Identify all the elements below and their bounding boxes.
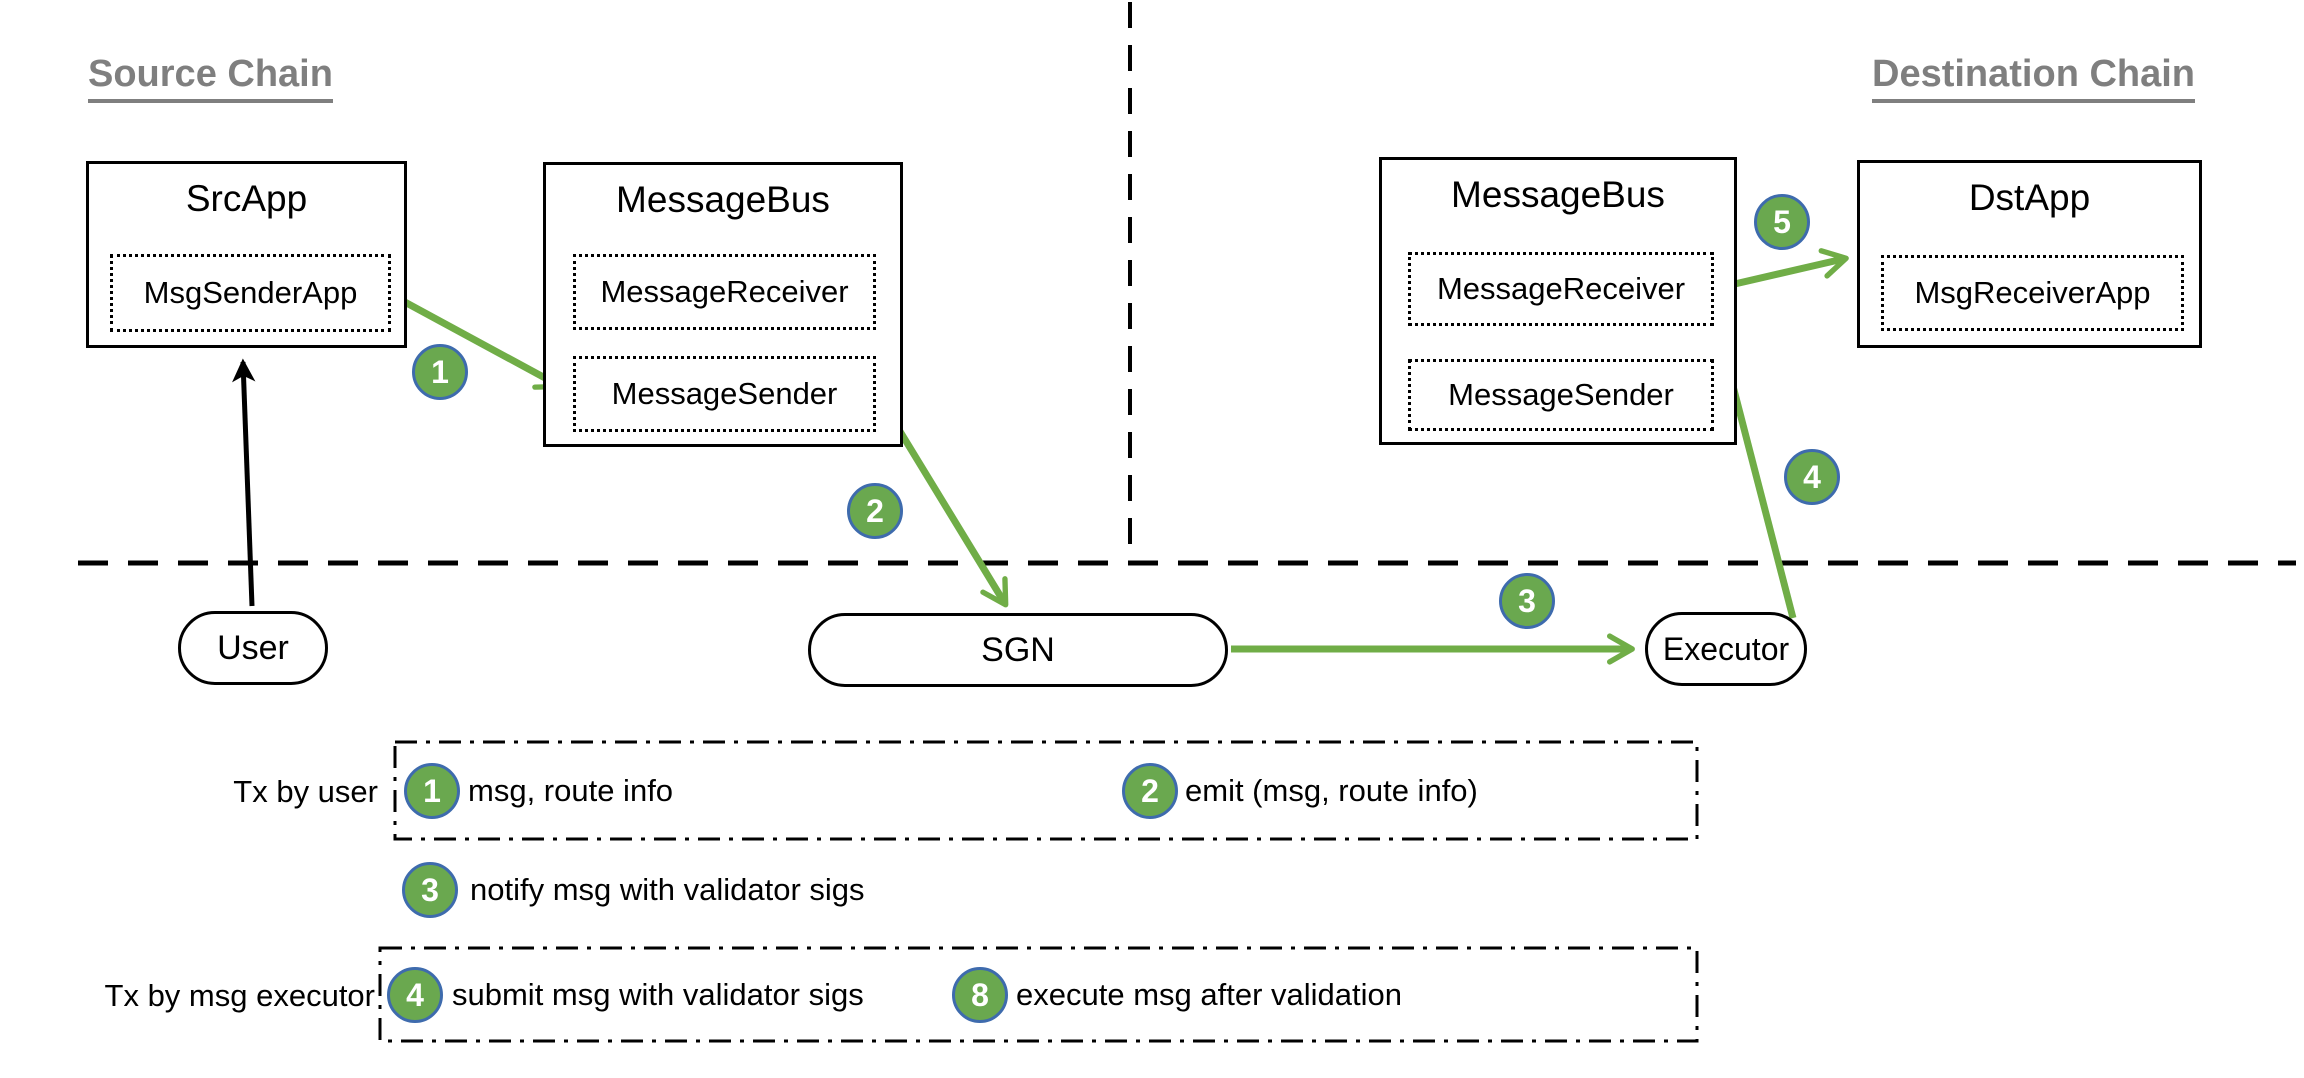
sgn-node: SGN	[808, 613, 1228, 687]
source-chain-heading: Source Chain	[88, 52, 333, 103]
user-node: User	[178, 611, 328, 685]
step-badge-5: 5	[1754, 194, 1810, 250]
messagesender-destination-box: MessageSender	[1408, 359, 1714, 431]
step-badge-4: 4	[1784, 449, 1840, 505]
messagebus-source-title: MessageBus	[616, 179, 830, 220]
arrow-user-to-srcapp	[232, 358, 256, 607]
srcapp-box: SrcApp MsgSenderApp	[86, 161, 407, 348]
executor-node: Executor	[1645, 612, 1807, 686]
step-badge-1: 1	[412, 344, 468, 400]
messagereceiver-destination-box: MessageReceiver	[1408, 252, 1714, 326]
legend-text-2: emit (msg, route info)	[1185, 773, 1478, 808]
legend-text-1: msg, route info	[468, 773, 674, 808]
messagesender-source-box: MessageSender	[573, 356, 876, 432]
legend-badge-8: 8	[952, 967, 1008, 1023]
dstapp-box: DstApp MsgReceiverApp	[1857, 160, 2202, 348]
legend-badge-4: 4	[387, 967, 443, 1023]
step-badge-2: 2	[847, 483, 903, 539]
srcapp-title: SrcApp	[185, 178, 308, 219]
msgreceiverapp-box: MsgReceiverApp	[1881, 255, 2184, 331]
dstapp-title: DstApp	[1968, 177, 2091, 218]
legend-badge-2: 2	[1122, 763, 1178, 819]
messagebus-destination-title: MessageBus	[1451, 174, 1665, 215]
legend-badge-1: 1	[404, 763, 460, 819]
messagebus-destination-box: MessageBus MessageReceiver MessageSender	[1379, 157, 1737, 445]
legend-label-tx-by-user: Tx by user	[233, 774, 378, 809]
legend-text-4: submit msg with validator sigs	[452, 977, 864, 1012]
messagereceiver-source-box: MessageReceiver	[573, 254, 876, 330]
legend-label-tx-by-executor: Tx by msg executor	[104, 978, 375, 1013]
legend-badge-3: 3	[402, 862, 458, 918]
destination-chain-heading: Destination Chain	[1872, 52, 2196, 103]
legend-text-8: execute msg after validation	[1016, 977, 1402, 1012]
msgsenderapp-box: MsgSenderApp	[110, 254, 391, 332]
legend-text-3: notify msg with validator sigs	[470, 872, 865, 907]
step-badge-3: 3	[1499, 573, 1555, 629]
messagebus-source-box: MessageBus MessageReceiver MessageSender	[543, 162, 903, 447]
